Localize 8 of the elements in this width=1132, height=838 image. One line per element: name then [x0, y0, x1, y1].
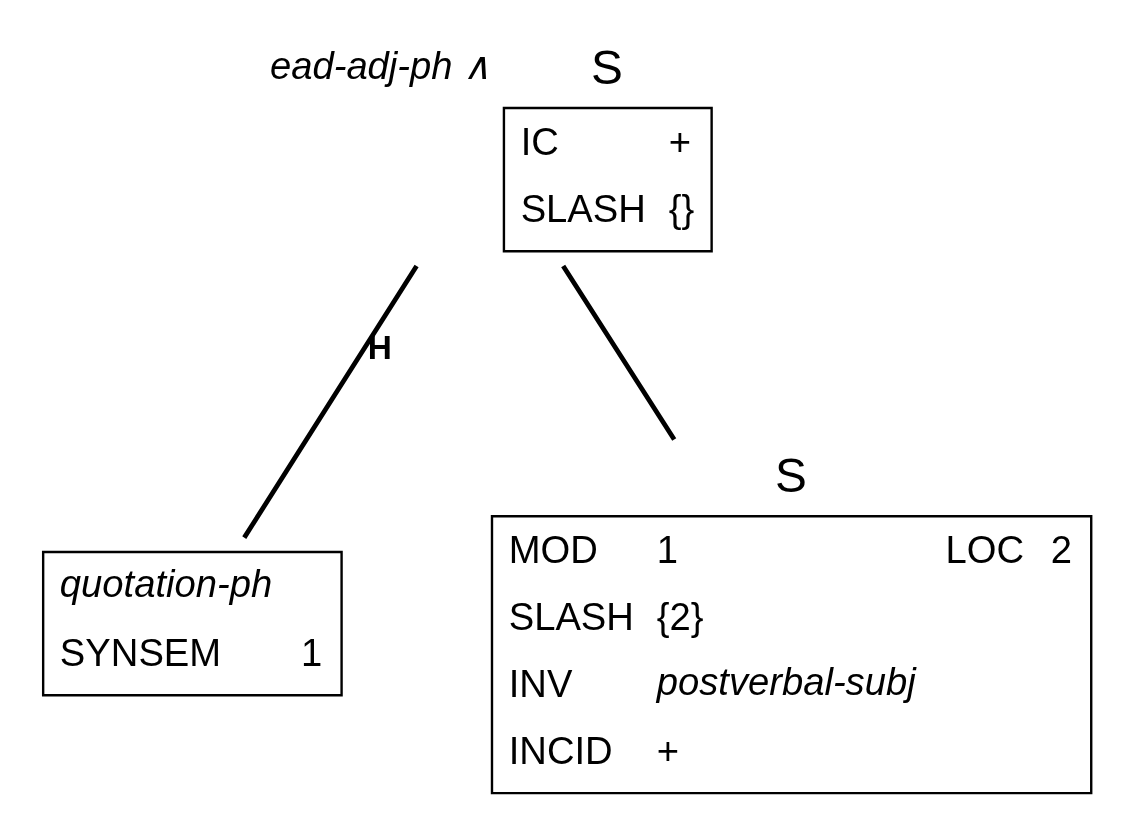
node-box: IC + SLASH {} — [502, 106, 713, 252]
node-box: MOD 1 LOC 2 SLASH {2} INV postverbal-subj INCID + — [490, 514, 1093, 794]
node-label: ead-adj-ph ∧ — [269, 43, 492, 87]
node-box: quotation-ph SYNSEM 1 — [41, 550, 343, 696]
node-label: S — [774, 448, 807, 502]
connector — [242, 264, 419, 539]
connector — [561, 264, 677, 441]
node-label: S — [591, 40, 623, 94]
